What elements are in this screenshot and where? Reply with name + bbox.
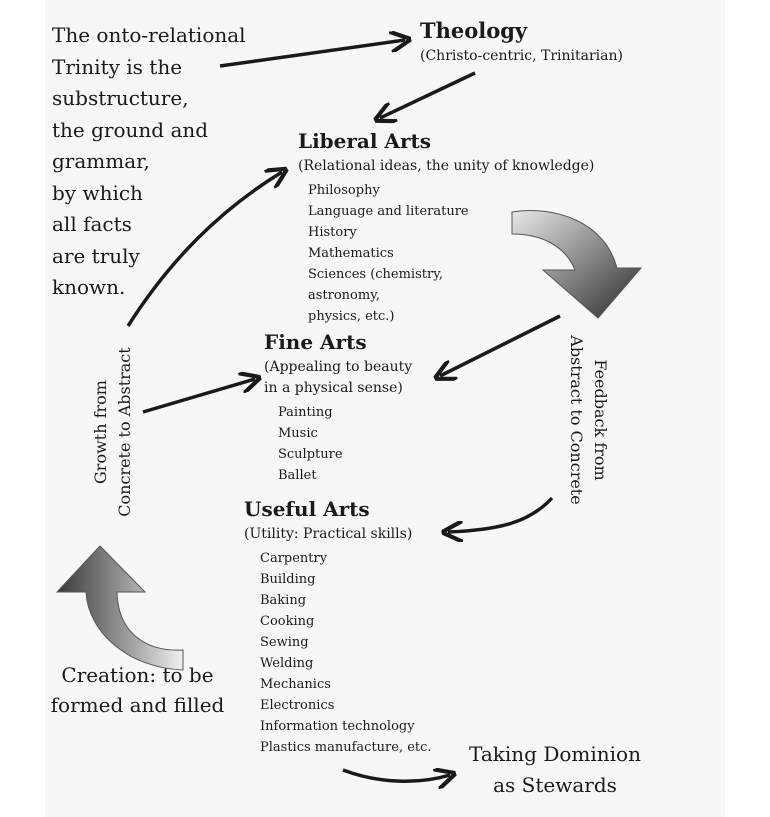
list-item: Language and literature xyxy=(308,204,469,219)
dominion-line: as Stewards xyxy=(493,773,617,797)
theology-subtitle: (Christo-centric, Trinitarian) xyxy=(420,48,623,64)
list-item: Mathematics xyxy=(308,246,394,261)
list-item: Sewing xyxy=(260,635,309,650)
liberal-arts-list: Philosophy Language and literature Histo… xyxy=(308,180,594,327)
dominion-line: Taking Dominion xyxy=(469,742,641,766)
list-item: Ballet xyxy=(278,468,317,483)
fine-arts-node: Fine Arts (Appealing to beauty in a phys… xyxy=(264,327,412,486)
arrow-growth-to-fine xyxy=(142,379,255,414)
intro-line: the ground and xyxy=(52,117,209,142)
intro-line: by which xyxy=(52,180,143,205)
arrow-feedback-to-useful xyxy=(448,496,554,532)
creation-line: formed and filled xyxy=(50,693,225,717)
useful-arts-node: Useful Arts (Utility: Practical skills) … xyxy=(244,494,432,758)
theology-node: Theology (Christo-centric, Trinitarian) xyxy=(420,16,623,67)
arrow-to-theology xyxy=(219,40,405,68)
intro-line: substructure, xyxy=(52,86,189,110)
liberal-arts-title: Liberal Arts xyxy=(298,129,431,153)
fine-arts-subtitle-2: in a physical sense) xyxy=(264,380,403,396)
arrow-theology-to-liberal xyxy=(380,71,476,118)
list-item: Mechanics xyxy=(260,677,331,692)
list-item: Philosophy xyxy=(308,183,380,198)
useful-arts-title: Useful Arts xyxy=(244,497,370,521)
fine-arts-subtitle-1: (Appealing to beauty xyxy=(264,359,413,375)
intro-line: all facts xyxy=(52,212,132,236)
intro-line: are truly xyxy=(52,243,140,268)
list-item: Information technology xyxy=(260,719,415,734)
creation-line: Creation: to be xyxy=(61,663,214,687)
fine-arts-list: Painting Music Sculpture Ballet xyxy=(278,402,412,486)
creation-label: Creation: to be formed and filled xyxy=(40,660,235,720)
list-item: Building xyxy=(260,572,316,587)
list-item: Carpentry xyxy=(260,551,328,566)
dominion-label: Taking Dominion as Stewards xyxy=(455,739,655,801)
liberal-arts-node: Liberal Arts (Relational ideas, the unit… xyxy=(298,126,594,327)
list-item: Electronics xyxy=(260,698,335,713)
list-item: Cooking xyxy=(260,614,315,629)
list-item: Painting xyxy=(278,405,333,420)
list-item: History xyxy=(308,225,357,240)
fine-arts-title: Fine Arts xyxy=(264,330,367,354)
intro-line: The onto-relational xyxy=(52,23,246,47)
useful-arts-list: Carpentry Building Baking Cooking Sewing… xyxy=(260,548,432,758)
curved-arrow-down-icon xyxy=(511,210,643,319)
intro-line: Trinity is the xyxy=(52,54,183,79)
list-item: Welding xyxy=(260,656,314,671)
list-item: Music xyxy=(278,426,318,441)
curved-arrow-up-icon xyxy=(55,545,184,671)
list-item: Baking xyxy=(260,593,307,608)
intro-text: The onto-relational Trinity is the subst… xyxy=(52,20,246,304)
intro-line: grammar, xyxy=(52,149,150,173)
arrow-feedback-to-fine xyxy=(440,314,561,376)
list-item: physics, etc.) xyxy=(308,309,395,324)
list-item: Sculpture xyxy=(278,447,343,462)
useful-arts-subtitle: (Utility: Practical skills) xyxy=(244,526,413,542)
list-item: Plastics manufacture, etc. xyxy=(260,740,432,755)
theology-title: Theology xyxy=(420,18,528,43)
liberal-arts-subtitle: (Relational ideas, the unity of knowledg… xyxy=(298,158,595,174)
arrow-growth-to-liberal xyxy=(126,172,282,327)
list-item: astronomy, xyxy=(308,288,380,303)
intro-line: known. xyxy=(52,275,126,299)
arrow-to-dominion xyxy=(342,770,450,781)
list-item: Sciences (chemistry, xyxy=(308,267,443,282)
